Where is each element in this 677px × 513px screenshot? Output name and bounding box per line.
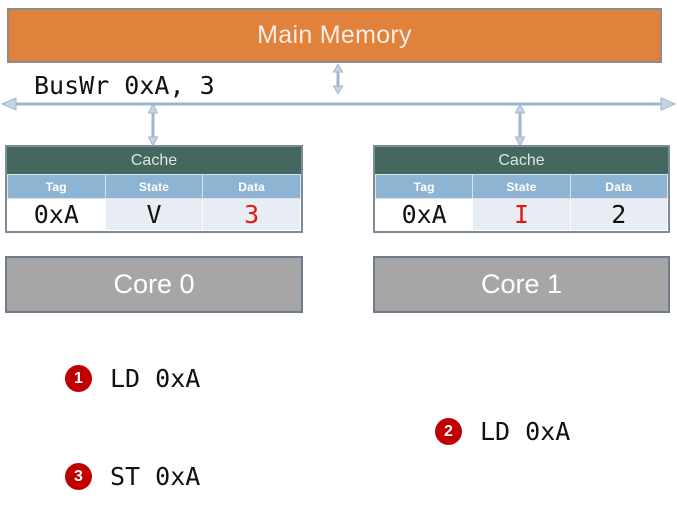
cache1-col-tag: Tag [374,174,474,199]
cache1-data-row: 0xA I 2 [374,198,669,231]
cache-block-core0: Cache Tag State Data 0xA V 3 [5,145,303,233]
cache0-table: Tag State Data 0xA V 3 [7,174,301,231]
cache0-header-row: Tag State Data [7,174,301,199]
step-3-badge: 3 [65,463,92,490]
step-1-badge: 1 [65,365,92,392]
core-block-0: Core 0 [5,256,303,313]
core1-label: Core 1 [480,269,563,299]
cache1-header-row: Tag State Data [374,174,669,199]
cache1-table: Tag State Data 0xA I 2 [374,174,669,231]
cache1-col-state: State [472,174,571,199]
step-3-text: ST 0xA [110,462,201,491]
cache0-col-data: Data [202,174,301,199]
bus-to-cache0-connector-icon [147,104,159,146]
cache-block-core1: Cache Tag State Data 0xA I 2 [373,145,670,233]
cache1-title: Cache [375,147,668,174]
memory-to-bus-connector-icon [332,64,344,94]
cache0-data-row: 0xA V 3 [7,198,301,231]
bus-transaction-label: BusWr 0xA, 3 [34,71,215,100]
core0-label: Core 0 [113,269,195,299]
step-2-text: LD 0xA [480,417,571,446]
cache0-col-tag: Tag [7,174,106,199]
step-1: 1 LD 0xA [65,364,200,393]
bus-line-icon [0,97,677,111]
main-memory-label: Main Memory [257,21,412,49]
cache0-col-state: State [104,174,204,199]
step-2-badge: 2 [435,418,462,445]
step-2: 2 LD 0xA [435,417,570,446]
cache1-cell-data: 2 [569,198,669,231]
bus-to-cache1-connector-icon [514,104,526,146]
step-3: 3 ST 0xA [65,462,200,491]
cache0-cell-data: 3 [202,198,301,231]
cache0-cell-state: V [104,198,204,231]
step-1-text: LD 0xA [110,364,201,393]
core-block-1: Core 1 [373,256,670,313]
cache0-cell-tag: 0xA [7,198,106,231]
cache1-col-data: Data [569,174,669,199]
cache0-title: Cache [7,147,301,174]
cache1-cell-state: I [472,198,571,231]
cache1-cell-tag: 0xA [374,198,474,231]
main-memory-block: Main Memory [7,8,662,63]
